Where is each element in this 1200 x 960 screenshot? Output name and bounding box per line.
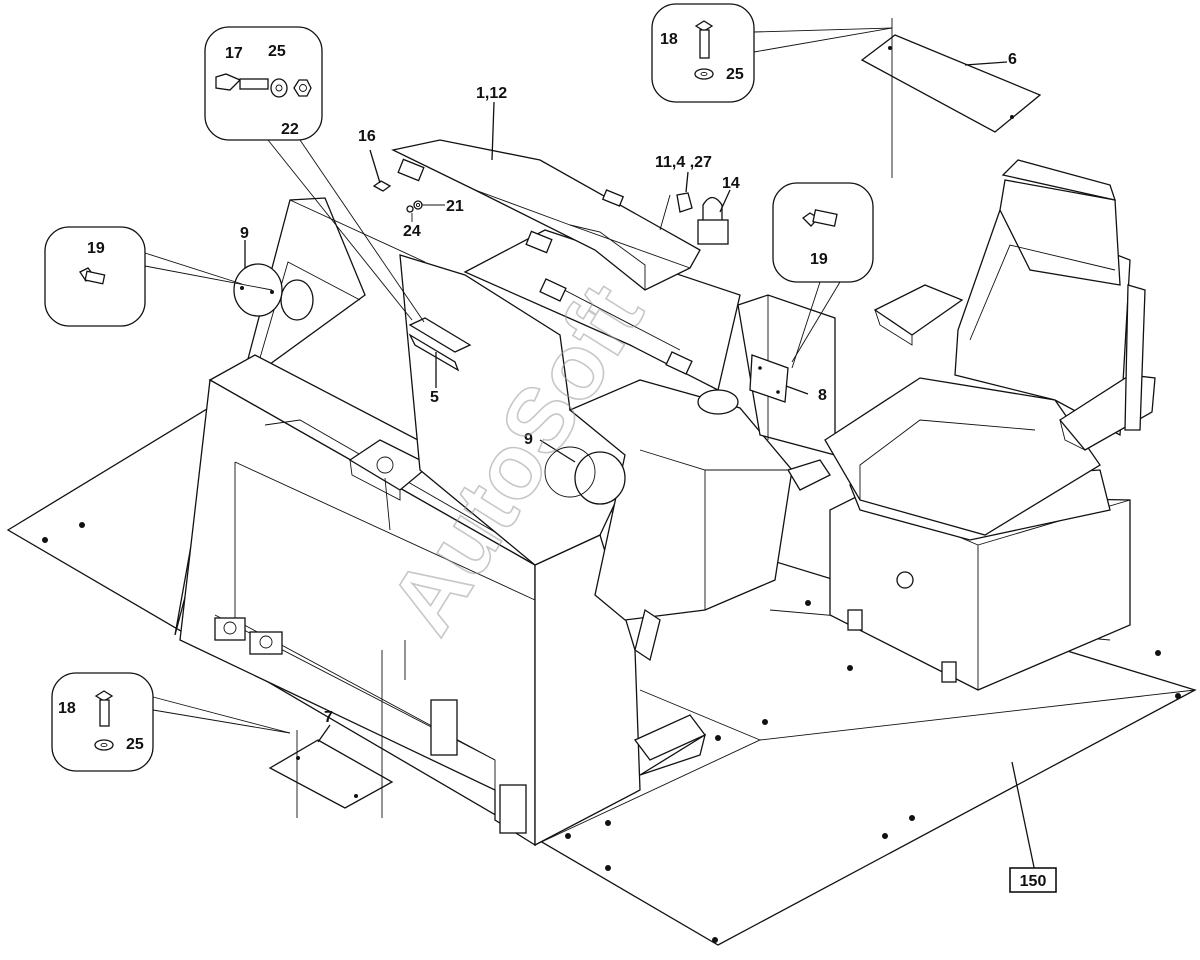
detail-bubble-left: 19 xyxy=(44,226,273,327)
loose-parts xyxy=(233,34,1042,809)
part-label-16: 16 xyxy=(358,128,376,145)
hinged-lid xyxy=(391,139,701,291)
part-label-9: 9 xyxy=(524,431,533,448)
operator-seat xyxy=(824,159,1156,691)
callout-label-19: 19 xyxy=(810,251,828,268)
detail-bubble-bottom-left: 18 25 xyxy=(51,672,291,772)
callout-label-18: 18 xyxy=(660,31,678,48)
part-label-7: 7 xyxy=(324,709,333,726)
detail-bubble-top-right: 18 25 xyxy=(651,3,893,103)
callout-label-19: 19 xyxy=(87,240,105,257)
part-label-6: 6 xyxy=(1008,51,1017,68)
leader-lines xyxy=(244,18,1036,873)
part-label-1-12: 1,12 xyxy=(476,85,507,102)
callout-label-17: 17 xyxy=(225,45,243,62)
detail-bubble-top-left: 17 25 22 xyxy=(204,26,425,323)
assembly-reference[interactable]: 150 xyxy=(1009,867,1057,893)
detail-bubble-seat: 19 xyxy=(772,182,874,369)
centre-console xyxy=(399,229,793,776)
part-label-21: 21 xyxy=(446,198,464,215)
part-label-14: 14 xyxy=(722,175,740,192)
callout-label-25: 25 xyxy=(126,736,144,753)
part-labels: 1,12 16 21 24 11,4 ,27 14 9 5 8 9 6 7 xyxy=(240,51,1017,726)
assembly-ref-number[interactable]: 150 xyxy=(1020,873,1047,890)
part-label-9: 9 xyxy=(240,225,249,242)
callout-label-25: 25 xyxy=(726,66,744,83)
part-label-5: 5 xyxy=(430,389,439,406)
part-label-11-4-27: 11,4 ,27 xyxy=(655,154,712,171)
part-label-8: 8 xyxy=(818,387,827,404)
callout-label-18: 18 xyxy=(58,700,76,717)
callout-label-22: 22 xyxy=(281,121,299,138)
callout-label-25: 25 xyxy=(268,43,286,60)
part-label-24: 24 xyxy=(403,223,421,240)
